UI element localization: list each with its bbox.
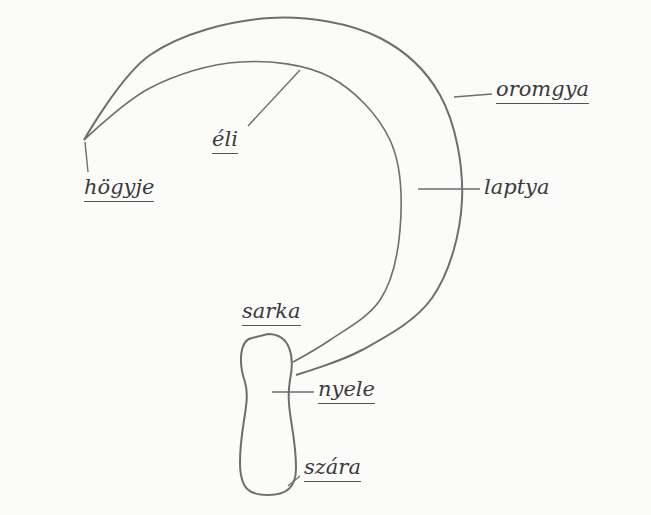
blade-back — [84, 18, 462, 375]
part-label: oromgya — [496, 78, 589, 104]
part-label: laptya — [484, 176, 550, 201]
part-label: sarka — [242, 300, 301, 326]
leader-line — [288, 476, 300, 486]
part-label: högyje — [84, 176, 154, 202]
part-label: szára — [304, 456, 361, 482]
part-label: nyele — [318, 378, 375, 404]
leader-line — [418, 188, 480, 189]
blade-edge — [84, 62, 401, 362]
part-label: éli — [212, 128, 238, 154]
handle — [240, 334, 296, 495]
leader-line — [272, 391, 314, 392]
leader-line — [248, 70, 300, 126]
leader-line — [454, 94, 492, 97]
leader-line — [85, 142, 88, 172]
